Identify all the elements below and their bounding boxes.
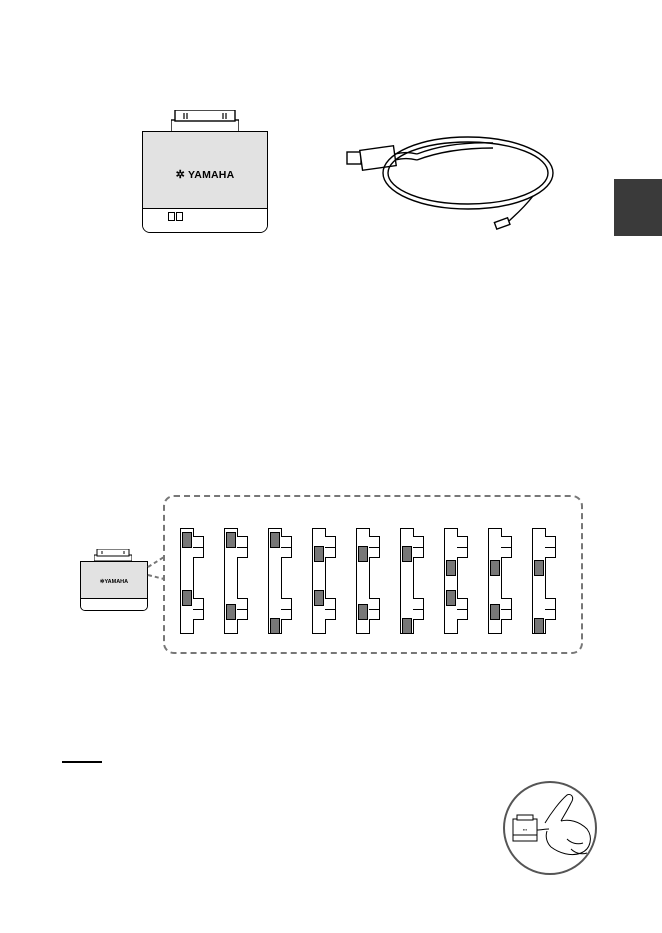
switch-left [168, 212, 175, 221]
dip-switch-strip [312, 528, 326, 634]
dip-lower-knob [314, 590, 324, 606]
dip-lower-knob [446, 590, 456, 606]
yamaha-tuning-fork-icon: ✲ [176, 169, 185, 181]
dip-upper-tab [237, 536, 248, 558]
dip-lower-tab [369, 598, 380, 620]
dip-upper-tab [193, 536, 204, 558]
brand-logo: ✲YAMAHA [143, 168, 267, 181]
small-brand-text: YAMAHA [104, 579, 128, 585]
dip-switch-strip [444, 528, 458, 634]
dip-lower-knob [490, 604, 500, 620]
dip-switch-setting-6 [400, 528, 440, 634]
dip-upper-tab [501, 536, 512, 558]
hand-adapter-illustration: ▪▪▪ [503, 781, 597, 875]
dip-lower-tab [545, 598, 556, 620]
adapter-body: ✲YAMAHA [142, 131, 268, 233]
dip-switch-row [180, 528, 560, 636]
dip-upper-knob [490, 560, 500, 576]
dip-lower-knob [226, 604, 236, 620]
dip-upper-knob [314, 546, 324, 562]
dip-switch-setting-4 [312, 528, 352, 634]
dip-upper-tab [369, 536, 380, 558]
dip-upper-tab [545, 536, 556, 558]
dip-lower-knob [402, 618, 412, 634]
dip-switch-setting-7 [444, 528, 484, 634]
hand-holding-adapter-icon: ▪▪▪ [505, 783, 595, 873]
dip-switch-setting-8 [488, 528, 528, 634]
svg-text:▪▪▪: ▪▪▪ [523, 827, 528, 832]
dip-lower-tab [501, 598, 512, 620]
dip-upper-knob [270, 532, 280, 548]
brand-text: YAMAHA [188, 169, 234, 181]
dip-switch-setting-3 [268, 528, 308, 634]
dip-upper-tab [325, 536, 336, 558]
dip-upper-knob [182, 532, 192, 548]
usb-cable-illustration [343, 134, 558, 236]
dip-upper-knob [402, 546, 412, 562]
dip-lower-tab [193, 598, 204, 620]
dip-lower-tab [281, 598, 292, 620]
small-adapter-body: ✲YAMAHA [80, 561, 148, 611]
dip-lower-tab [457, 598, 468, 620]
dip-lower-knob [182, 590, 192, 606]
dip-lower-knob [534, 618, 544, 634]
dip-upper-knob [358, 546, 368, 562]
switch-right [176, 212, 183, 221]
dip-upper-tab [281, 536, 292, 558]
dip-switch-setting-9 [532, 528, 572, 634]
dip-upper-knob [534, 560, 544, 576]
dip-upper-knob [446, 560, 456, 576]
dip-switch-setting-1 [180, 528, 220, 634]
dip-lower-tab [413, 598, 424, 620]
dip-upper-knob [226, 532, 236, 548]
small-adapter-base [81, 598, 147, 610]
dip-lower-knob [358, 604, 368, 620]
dip-upper-tab [457, 536, 468, 558]
dip-upper-tab [413, 536, 424, 558]
dip-lower-tab [237, 598, 248, 620]
dip-lower-tab [325, 598, 336, 620]
dip-lower-knob [270, 618, 280, 634]
dip-switch-setting-5 [356, 528, 396, 634]
section-tab-marker [614, 179, 662, 236]
adapter-base [143, 208, 267, 232]
dip-switch-setting-2 [224, 528, 264, 634]
small-brand-logo: ✲YAMAHA [81, 579, 147, 585]
note-underline [62, 761, 102, 763]
